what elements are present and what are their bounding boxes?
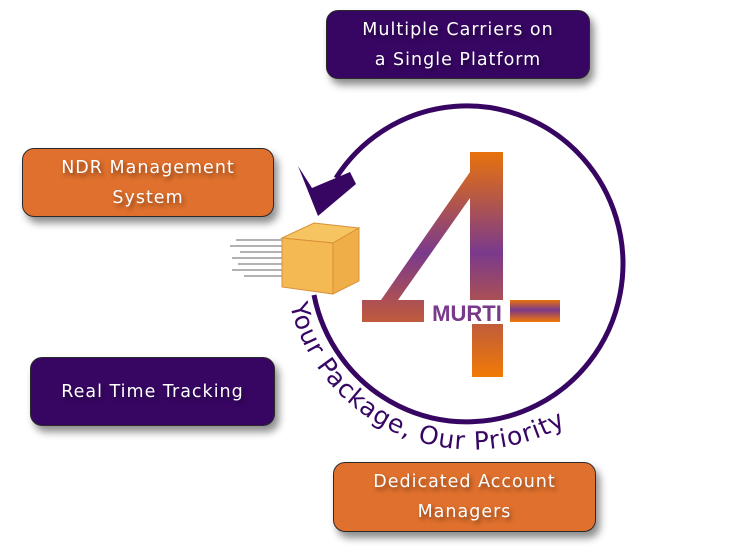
feature-multiple-carriers: Multiple Carriers on a Single Platform	[326, 10, 590, 79]
arrow-head-icon	[298, 166, 356, 216]
speed-lines	[230, 239, 282, 277]
feature-text: Managers	[417, 502, 512, 522]
feature-text: NDR Management	[61, 157, 235, 178]
feature-text: Multiple Carriers on	[362, 19, 554, 40]
feature-text: Dedicated Account	[373, 472, 556, 492]
package-box-icon	[280, 222, 361, 295]
feature-text: a Single Platform	[374, 49, 542, 70]
cycle-arrow-arc	[311, 103, 626, 425]
feature-text: Real Time Tracking	[61, 381, 244, 402]
brand-name: MURTI	[432, 301, 502, 326]
feature-text: System	[112, 187, 184, 208]
feature-real-time-tracking: Real Time Tracking	[30, 357, 275, 426]
